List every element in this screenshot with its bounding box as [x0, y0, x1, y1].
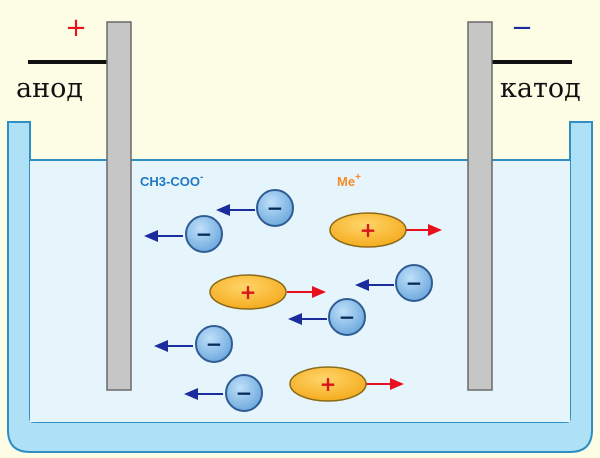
svg-text:−: −	[196, 222, 213, 246]
svg-text:+: +	[320, 372, 337, 396]
cation-formula-sup: +	[355, 172, 361, 183]
anode-sign: +	[65, 13, 87, 43]
cathode-sign: −	[511, 13, 533, 43]
svg-text:−: −	[339, 305, 356, 329]
anion-particle: −	[144, 215, 223, 253]
anion-particle: −	[355, 264, 433, 302]
anion-particle: −	[216, 189, 294, 227]
cation-particle: +	[329, 212, 442, 248]
cathode-label: катод	[500, 73, 581, 104]
anion-formula: CH3-COO-	[140, 172, 203, 189]
anion-particle: −	[184, 374, 263, 412]
cation-formula-main: Me	[337, 174, 355, 189]
svg-text:−: −	[206, 332, 223, 356]
cation-particle: +	[209, 274, 326, 310]
cation-particle: +	[289, 366, 404, 402]
anode-electrode	[106, 21, 132, 391]
cation-formula: Me+	[337, 172, 361, 189]
cathode-electrode	[467, 21, 493, 391]
svg-text:+: +	[360, 218, 377, 242]
anion-formula-main: CH3-COO	[140, 174, 200, 189]
anion-formula-sup: -	[200, 172, 203, 183]
anion-particle: −	[288, 298, 366, 336]
svg-text:−: −	[267, 196, 284, 220]
svg-text:−: −	[406, 271, 423, 295]
svg-text:−: −	[236, 381, 253, 405]
anion-particle: −	[154, 325, 233, 363]
svg-text:+: +	[240, 280, 257, 304]
anode-label: анод	[16, 73, 83, 104]
